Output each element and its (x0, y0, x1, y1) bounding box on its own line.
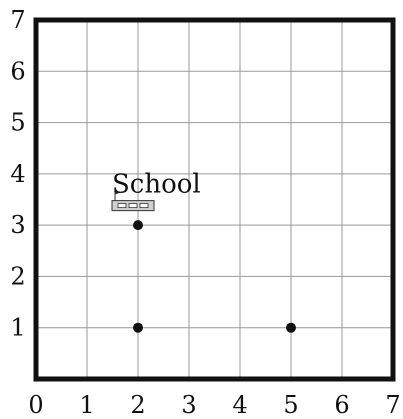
x-tick-label: 6 (334, 391, 349, 419)
x-tick-label: 3 (181, 391, 196, 419)
y-tick-label: 6 (10, 57, 25, 85)
building-window (128, 203, 138, 209)
x-axis-tick-labels: 0 1 2 3 4 5 6 7 (28, 391, 400, 419)
building-window (139, 203, 149, 209)
y-tick-label: 1 (10, 314, 25, 342)
grid-frame (33, 17, 396, 382)
y-tick-label: 2 (10, 262, 25, 290)
x-tick-label: 5 (283, 391, 298, 419)
y-tick-label: 4 (10, 160, 25, 188)
x-tick-label: 2 (130, 391, 145, 419)
y-tick-label: 3 (10, 211, 25, 239)
data-point (133, 322, 143, 333)
x-tick-label: 4 (232, 391, 247, 419)
school-landmark: School (111, 170, 201, 212)
y-axis-tick-labels: 1 2 3 4 5 6 7 (10, 6, 25, 342)
school-building-icon (111, 190, 155, 212)
grid-lines (36, 20, 393, 379)
x-tick-label: 7 (385, 391, 400, 419)
data-points (133, 220, 296, 333)
data-point (286, 322, 296, 333)
x-tick-label: 0 (28, 391, 43, 419)
y-tick-label: 5 (10, 109, 25, 137)
x-tick-label: 1 (79, 391, 94, 419)
building-window (117, 203, 127, 209)
school-label: School (112, 170, 201, 200)
flag (115, 190, 120, 195)
y-tick-label: 7 (10, 6, 25, 34)
data-point (133, 220, 143, 231)
